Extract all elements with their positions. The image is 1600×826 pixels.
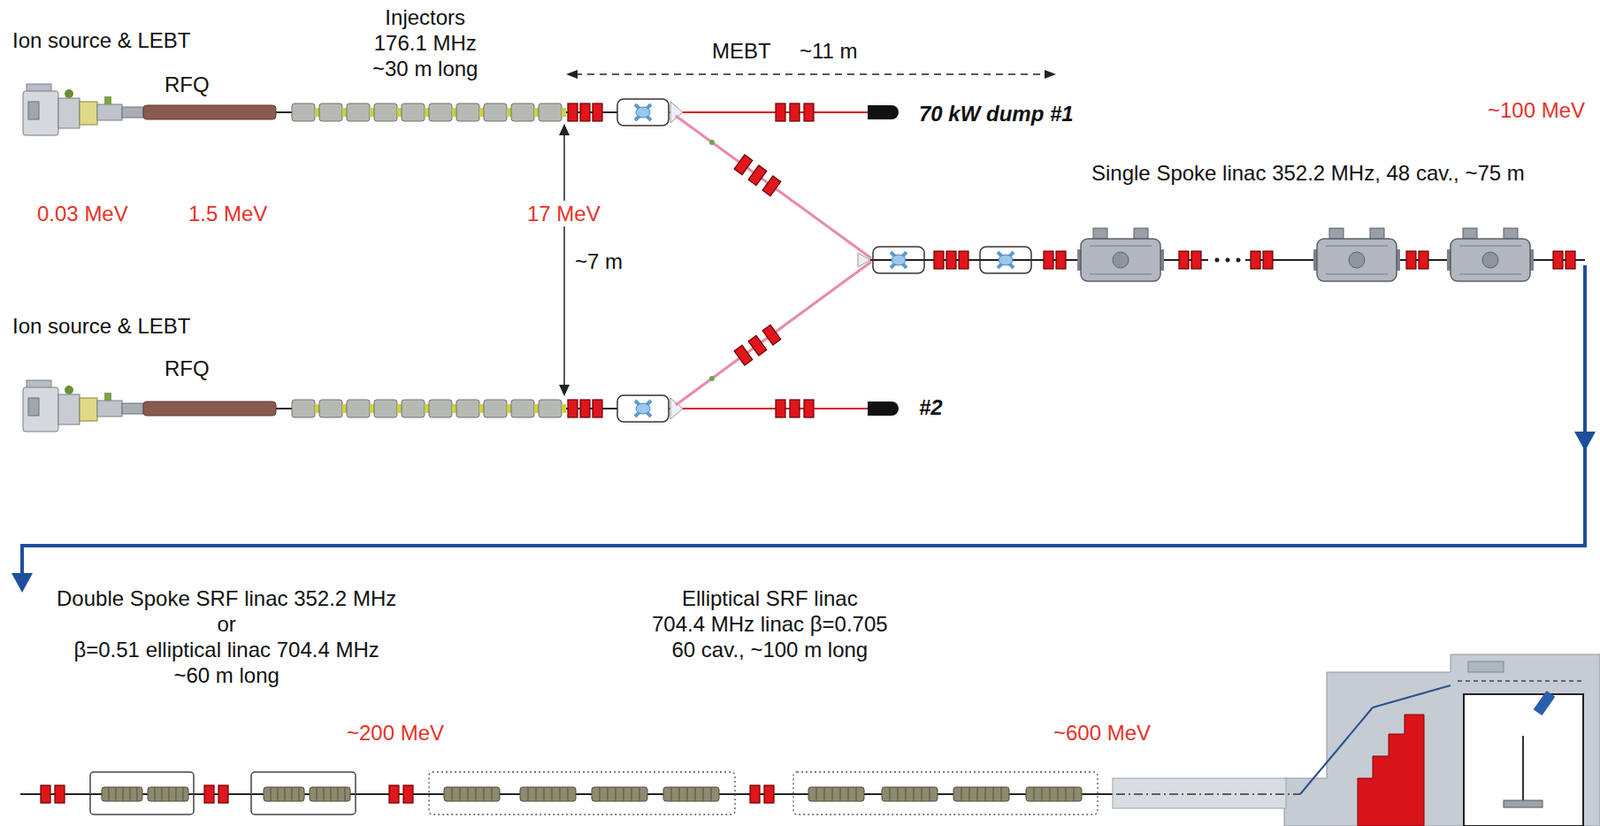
- quadrupole-magnet: [403, 785, 414, 804]
- cryomodule-outline: [428, 772, 735, 815]
- quadrupole-magnet: [1406, 251, 1417, 269]
- quadrupole-magnet: [1418, 251, 1429, 269]
- transfer-line: [675, 261, 872, 406]
- merging-magnet: [857, 252, 871, 268]
- dimension-label: ~7 m: [573, 248, 625, 275]
- section-label: Injectors 176.1 MHz ~30 m long: [370, 4, 480, 82]
- quadrupole-magnet: [750, 785, 760, 804]
- cavity-cylinder: [953, 787, 1010, 802]
- cavity-cylinder: [1025, 787, 1082, 802]
- quadrupole-magnet: [734, 344, 753, 366]
- section-label: Ion source & LEBT: [10, 313, 192, 339]
- quadrupole-magnet: [1263, 251, 1273, 269]
- cavity-cylinder: [520, 787, 576, 802]
- energy-label: ~100 MeV: [1485, 97, 1587, 123]
- transport-tunnel: [1112, 778, 1287, 809]
- cavity-cylinder: [591, 787, 648, 802]
- section-label: RFQ: [162, 71, 212, 98]
- injector: [22, 84, 899, 136]
- quadrupole-magnet: [204, 785, 215, 804]
- cryomodule-outline: [90, 772, 194, 815]
- cryomodule-outline: [793, 772, 1098, 815]
- ellipsis-dot: [1236, 258, 1241, 263]
- injector: [22, 380, 899, 432]
- quadrupole-magnet: [218, 785, 229, 804]
- beam-line: [1116, 793, 1301, 796]
- ellipsis-dot: [1225, 258, 1231, 263]
- support-base: [1503, 800, 1543, 808]
- quadrupole-magnet: [1250, 251, 1261, 269]
- experimental-hall: [1463, 694, 1584, 826]
- quadrupole-magnet: [762, 324, 781, 345]
- cryomodule-outline: [251, 772, 356, 815]
- cavity-cylinder: [147, 787, 189, 802]
- steerer: [709, 375, 715, 382]
- cavity-cylinder: [808, 787, 865, 802]
- energy-label: 0.03 MeV: [35, 200, 131, 227]
- cavity-cylinder: [881, 787, 938, 802]
- quadrupole-magnet: [54, 785, 65, 804]
- ellipsis-dot: [1215, 258, 1220, 263]
- section-label: Ion source & LEBT: [10, 27, 192, 54]
- quadrupole-magnet: [1565, 251, 1576, 269]
- buncher-cavity: [872, 246, 925, 274]
- section-label: Single Spoke linac 352.2 MHz, 48 cav., ~…: [1089, 160, 1527, 186]
- building-part: [1468, 661, 1504, 673]
- dimension-line: [563, 132, 566, 388]
- target-building: [1284, 654, 1600, 826]
- quadrupole-magnet: [933, 251, 944, 269]
- dimension-label: ~11 m: [797, 38, 860, 64]
- quadrupole-magnet: [1178, 251, 1189, 269]
- cavity-cylinder: [309, 787, 351, 802]
- quadrupole-magnet: [762, 176, 781, 197]
- quadrupole-magnet: [958, 251, 969, 269]
- quadrupole-magnet: [764, 785, 774, 804]
- beam-line: [1457, 680, 1584, 682]
- cryomodule: [1077, 228, 1164, 282]
- buncher-cavity: [979, 246, 1032, 274]
- quadrupole-magnet: [1056, 251, 1066, 269]
- quadrupole-magnet: [40, 785, 51, 804]
- section-label: Elliptical SRF linac 704.4 MHz linac β=0…: [650, 585, 890, 663]
- transfer-line: [675, 115, 872, 259]
- quadrupole-magnet: [1043, 251, 1054, 269]
- energy-label: ~600 MeV: [1051, 719, 1153, 746]
- cavity-cylinder: [263, 787, 305, 802]
- quadrupole-magnet: [748, 165, 767, 186]
- dimension-arrowhead: [566, 69, 1057, 79]
- section-label: Double Spoke SRF linac 352.2 MHz or β=0.…: [54, 585, 399, 689]
- dump-label: 70 kW dump #1: [917, 100, 1076, 127]
- continuation-arrowhead: [11, 573, 33, 593]
- cavity-cylinder: [663, 787, 720, 802]
- energy-label: 17 MeV: [525, 200, 603, 227]
- target-element: [1533, 690, 1556, 716]
- section-label: RFQ: [162, 355, 212, 382]
- radiation-shield: [1357, 714, 1424, 826]
- section-label: MEBT: [710, 38, 774, 64]
- quadrupole-magnet: [734, 154, 753, 176]
- support-column: [1522, 735, 1524, 801]
- quadrupole-magnet: [1553, 251, 1563, 269]
- beam-line: [1372, 685, 1451, 708]
- quadrupole-magnet: [946, 251, 957, 269]
- cavity-cylinder: [101, 787, 143, 802]
- steerer: [709, 139, 715, 146]
- energy-label: 1.5 MeV: [186, 200, 269, 227]
- quadrupole-magnet: [389, 785, 399, 804]
- quadrupole-magnet: [748, 335, 767, 356]
- dump-label: #2: [917, 394, 945, 421]
- cryomodule: [1446, 228, 1534, 282]
- continuation-arrowhead: [1574, 431, 1596, 452]
- gap-mask: [1208, 255, 1246, 265]
- cryomodule: [1313, 228, 1401, 282]
- continuation-arrow: [22, 265, 1585, 577]
- dimension-line: [574, 73, 1048, 76]
- quadrupole-magnet: [1191, 251, 1202, 269]
- energy-label: ~200 MeV: [344, 719, 446, 746]
- dimension-arrowhead: [558, 123, 570, 397]
- cavity-cylinder: [444, 787, 500, 802]
